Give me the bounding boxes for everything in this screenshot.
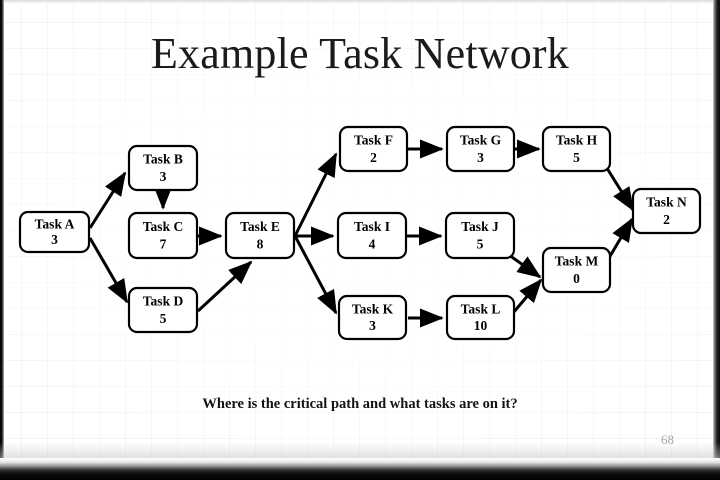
task-node-label: Task N [646, 195, 687, 210]
task-node-duration: 10 [474, 318, 488, 333]
task-node-i[interactable]: Task I 4 [336, 211, 408, 260]
task-node-label: Task M [555, 254, 599, 269]
slide-frame-top [0, 0, 720, 4]
edge-A-B [88, 171, 127, 229]
task-node-label: Task G [460, 133, 502, 148]
task-node-label: Task J [461, 219, 499, 234]
task-node-duration: 8 [257, 236, 264, 251]
task-node-duration: 3 [477, 150, 484, 165]
task-node-box [337, 294, 408, 341]
diagram-edges [88, 139, 635, 328]
slide-frame-bottom [0, 458, 720, 480]
edge-H-N [603, 164, 635, 212]
task-node-duration: 7 [160, 236, 167, 251]
edge-J-M [508, 253, 542, 279]
task-node-box [444, 211, 516, 260]
task-node-c[interactable]: Task C 7 [127, 211, 199, 260]
task-node-label: Task H [556, 133, 598, 148]
task-node-label: Task B [143, 152, 183, 167]
task-node-f[interactable]: Task F 2 [338, 125, 409, 173]
task-node-a[interactable]: Task A3 [18, 210, 91, 254]
task-node-box [336, 211, 408, 260]
edge-D-E [196, 260, 253, 313]
task-node-l[interactable]: Task L 10 [445, 294, 516, 341]
task-node-box [541, 246, 612, 294]
edge-L-M [511, 278, 543, 314]
task-node-box [541, 125, 612, 173]
slide-frame-right [713, 0, 720, 480]
page-title: Example Task Network [150, 29, 569, 78]
edge-E-F [293, 152, 338, 237]
task-node-e[interactable]: Task E 8 [224, 211, 296, 260]
task-node-duration: 2 [370, 150, 377, 165]
task-node-duration: 0 [573, 271, 580, 286]
task-node-duration: 3 [369, 318, 376, 333]
task-node-duration: 3 [160, 169, 167, 184]
task-node-duration: 4 [369, 236, 376, 251]
task-node-box [127, 211, 199, 260]
task-node-m[interactable]: Task M 0 [541, 246, 612, 294]
task-node-label: Task K [352, 301, 394, 316]
task-node-b[interactable]: Task B 3 [127, 144, 199, 192]
slide-frame-left [0, 0, 4, 480]
task-node-label: Task A [35, 216, 75, 231]
task-node-k[interactable]: Task K 3 [337, 294, 408, 341]
task-node-duration: 5 [160, 311, 167, 326]
task-node-label: Task E [240, 219, 280, 234]
task-node-g[interactable]: Task G 3 [445, 125, 516, 173]
task-node-box [18, 210, 91, 254]
task-node-duration: 5 [573, 150, 580, 165]
task-node-d[interactable]: Task D 5 [127, 286, 199, 334]
task-node-box [445, 294, 516, 341]
task-node-j[interactable]: Task J 5 [444, 211, 516, 260]
slide-frame-bottom-glow [0, 442, 720, 458]
task-node-duration: 3 [51, 232, 58, 247]
task-node-box [338, 125, 409, 173]
edge-A-D [88, 237, 129, 304]
task-node-duration: 2 [663, 212, 670, 227]
edge-E-K [293, 235, 338, 315]
task-node-box [631, 187, 702, 235]
task-node-label: Task I [354, 219, 390, 234]
task-node-box [127, 286, 199, 334]
task-node-label: Task L [461, 301, 501, 316]
task-node-box [127, 144, 199, 192]
task-node-h[interactable]: Task H 5 [541, 125, 612, 173]
task-node-n[interactable]: Task N 2 [631, 187, 702, 235]
task-node-box [224, 211, 296, 260]
question-text: Where is the critical path and what task… [202, 396, 518, 412]
task-node-label: Task D [143, 294, 184, 309]
task-node-label: Task C [143, 219, 183, 234]
task-node-box [445, 125, 516, 173]
task-node-duration: 5 [477, 236, 484, 251]
task-node-label: Task F [354, 133, 393, 148]
